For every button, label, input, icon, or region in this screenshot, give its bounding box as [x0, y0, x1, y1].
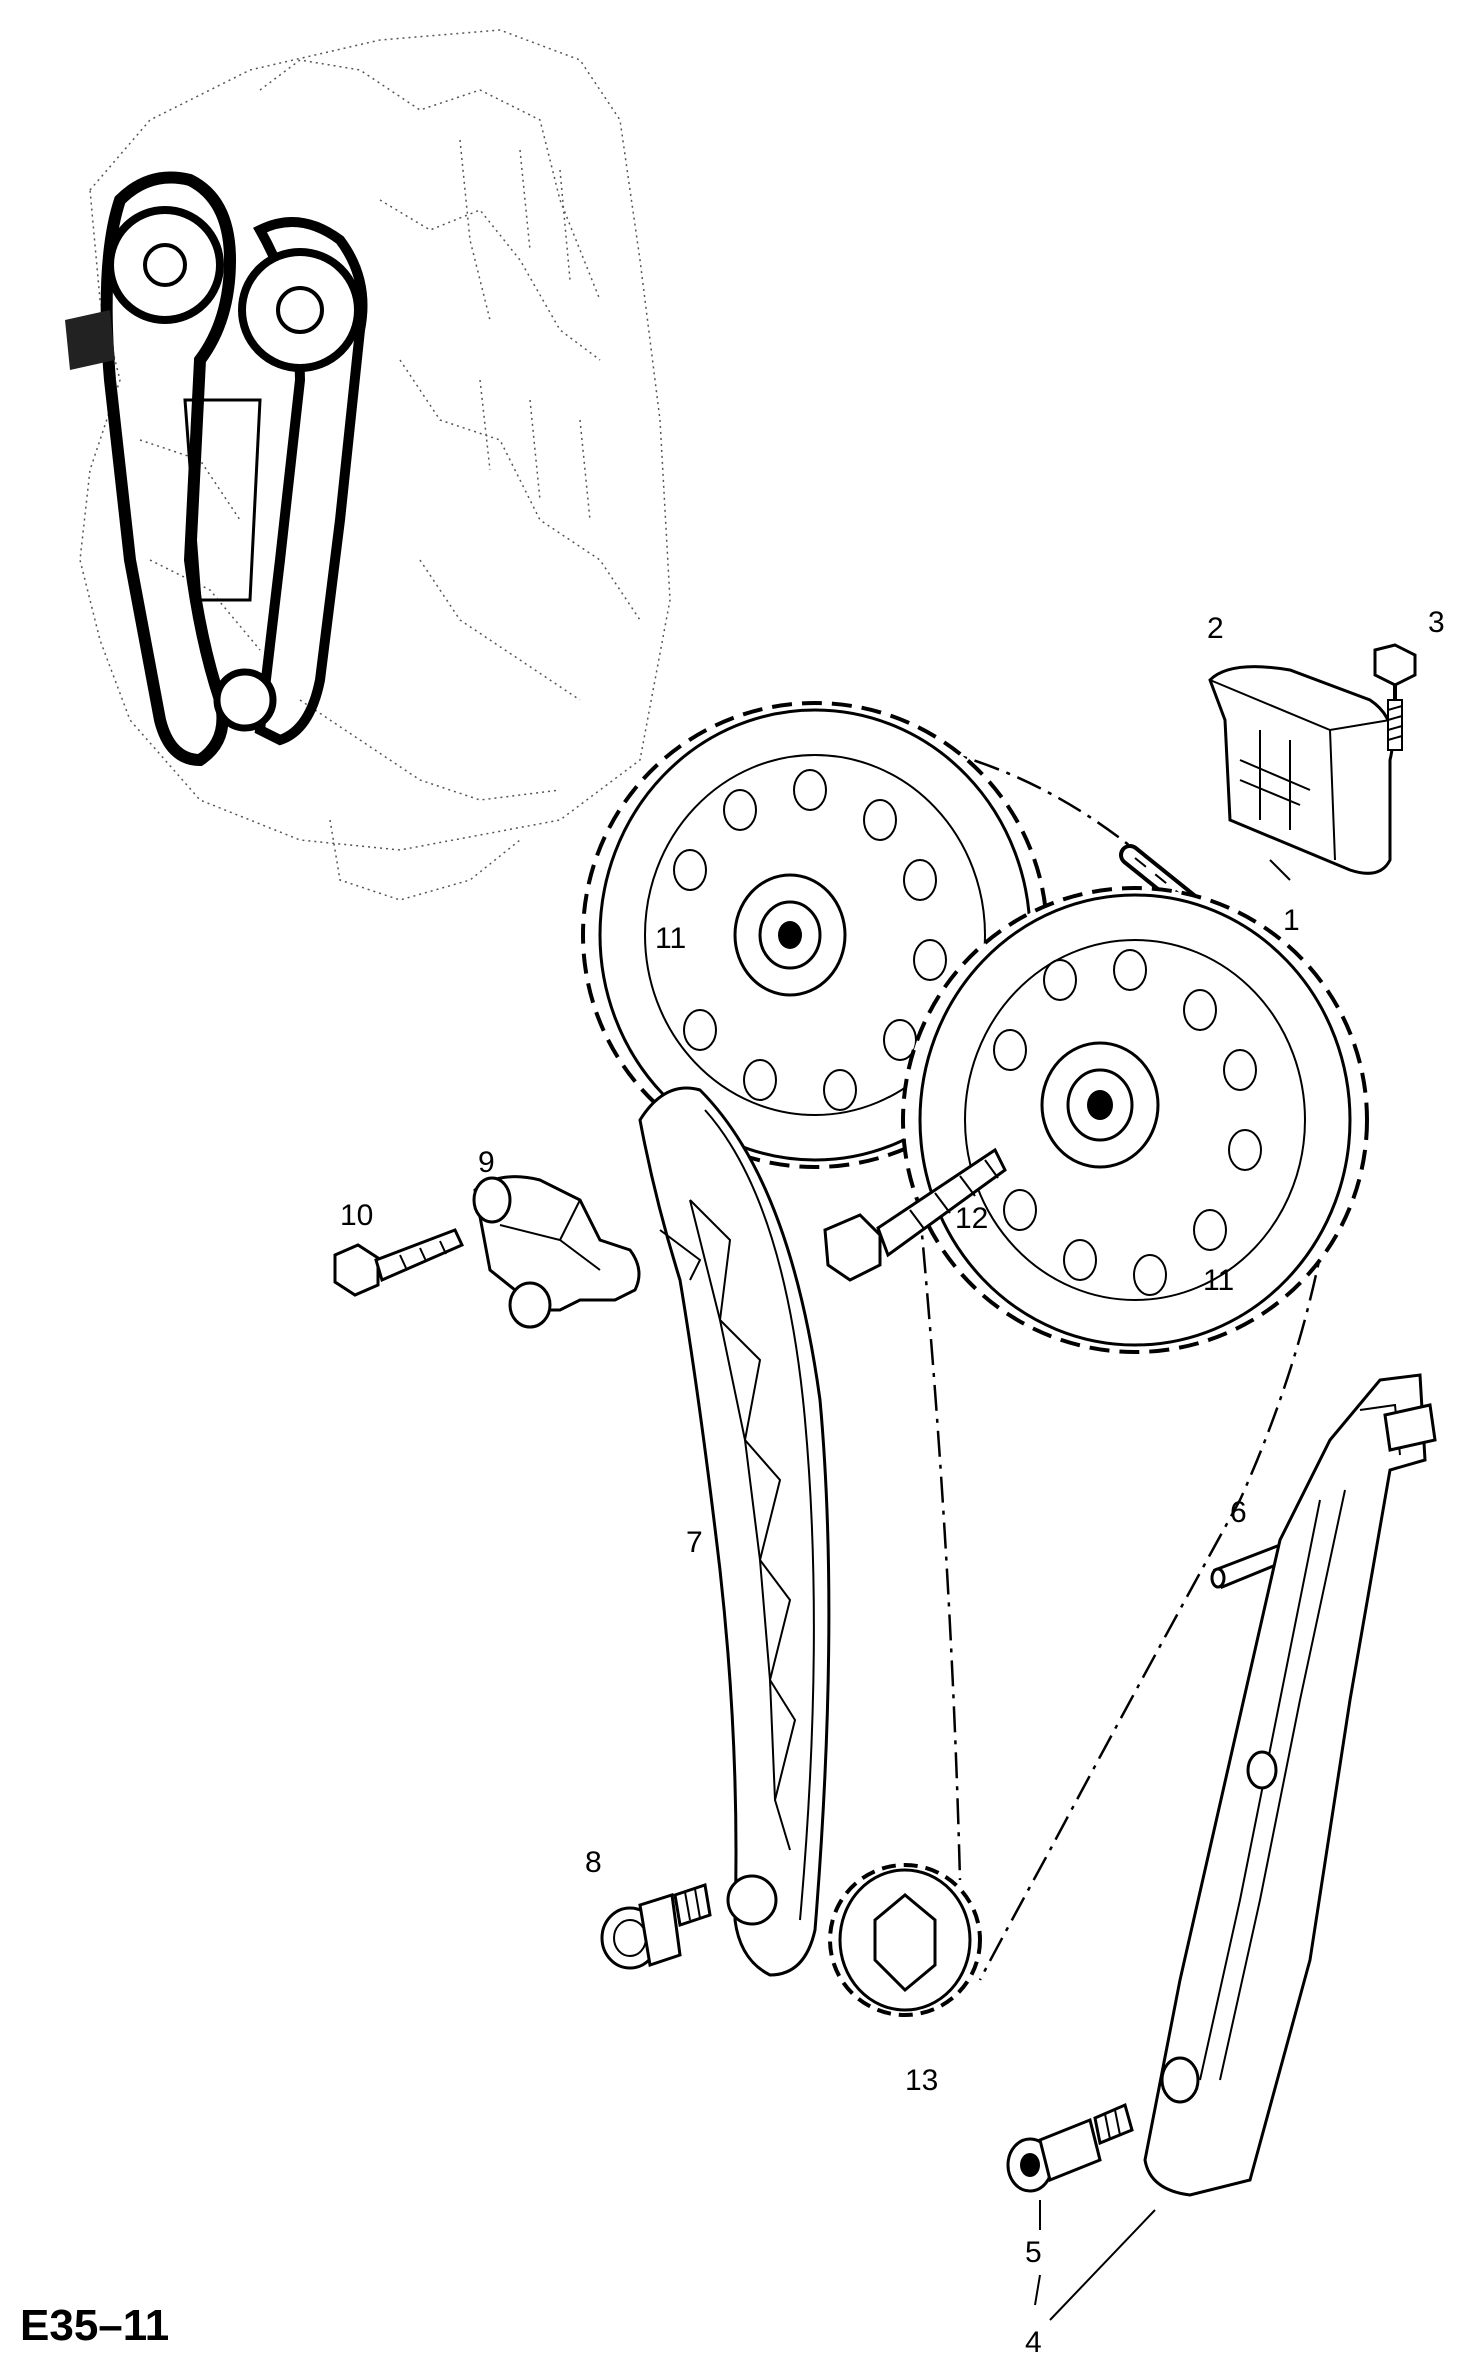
callout-6: 6: [1230, 1496, 1247, 1529]
callout-4: 4: [1025, 2326, 1042, 2359]
callout-7: 7: [686, 1526, 703, 1559]
callout-1: 1: [1283, 904, 1300, 937]
callout-12: 12: [955, 1202, 988, 1235]
callout-labels: 1 2 3 4 5 6 7 8 9 10 11 11 12 13: [340, 606, 1445, 2359]
callout-8: 8: [585, 1846, 602, 1879]
bolt-part-3: [1373, 643, 1417, 751]
engine-chain-drive: [65, 171, 368, 767]
guide-rail-part-4: [1143, 1373, 1437, 2197]
pivot-bolt-part-5: [1006, 2102, 1134, 2193]
tensioner-bracket-part-9: [472, 1175, 641, 1329]
callout-5: 5: [1025, 2236, 1042, 2269]
callout-11-left: 11: [655, 922, 686, 955]
callout-2: 2: [1207, 612, 1224, 645]
chain-tensioner-part-2: [1208, 665, 1394, 875]
leader-lines: [1034, 859, 1291, 2321]
bolt-part-12: [823, 1147, 1007, 1282]
callout-11-right: 11: [1203, 1264, 1234, 1297]
callout-10: 10: [340, 1199, 373, 1232]
camshaft-sprocket-part-11-right: [901, 886, 1369, 1354]
callout-9: 9: [478, 1146, 495, 1179]
engine-overview-illustration: [65, 29, 671, 901]
callout-3: 3: [1428, 606, 1445, 639]
diagram-code: E35–11: [20, 2301, 169, 2350]
bolt-part-10: [333, 1228, 465, 1297]
crankshaft-sprocket-part-13: [828, 1863, 982, 2017]
callout-13: 13: [905, 2064, 938, 2097]
tensioner-rail-part-7: [638, 1086, 831, 1977]
pivot-bolt-part-8: [600, 1883, 712, 1970]
